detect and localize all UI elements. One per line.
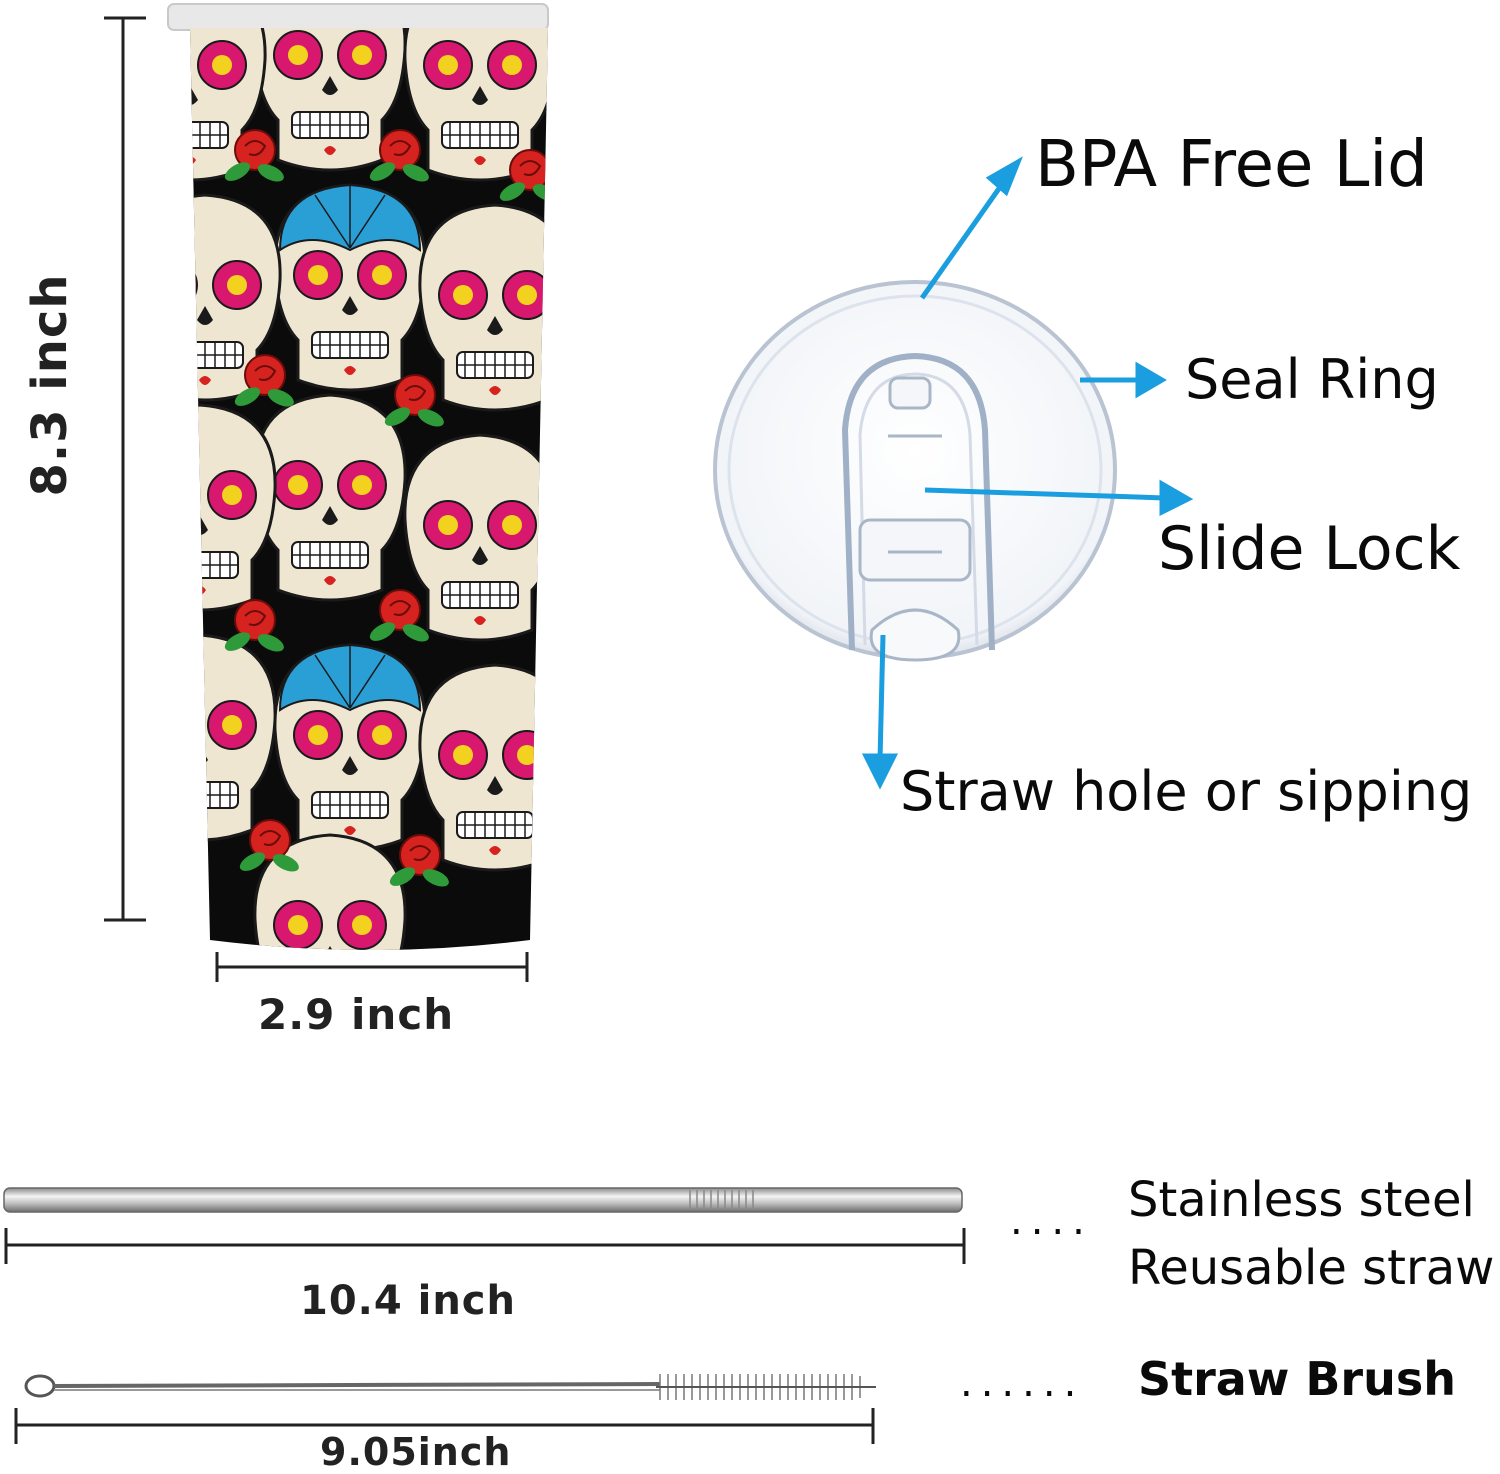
brush-loop xyxy=(24,1374,56,1398)
straw-label-line1: Stainless steel xyxy=(1128,1172,1475,1228)
tumbler-svg xyxy=(104,3,549,982)
lid-svg xyxy=(713,156,1194,790)
straw-dots: .... xyxy=(1010,1198,1093,1244)
brush-svg xyxy=(14,1374,876,1444)
brush-label: Straw Brush xyxy=(1138,1352,1456,1406)
brush-dots: ...... xyxy=(960,1360,1085,1406)
callout-straw-hole: Straw hole or sipping xyxy=(900,760,1473,823)
brush-length-label: 9.05inch xyxy=(320,1430,512,1474)
tumbler-lid-top xyxy=(167,3,549,31)
straw-label-line2: Reusable straw xyxy=(1128,1240,1495,1296)
slide-lock-tab xyxy=(858,518,972,582)
straw-svg xyxy=(3,1187,966,1264)
straw-figure: 10.4 inch .... Stainless steel Reusable … xyxy=(0,1160,1500,1324)
lid-figure: BPA Free Lid Seal Ring Slide Lock Straw … xyxy=(700,100,1500,860)
callout-bpa-free-lid: BPA Free Lid xyxy=(1035,128,1428,202)
tumbler-figure: 8.3 inch 2.9 inch xyxy=(0,0,600,1060)
steel-straw xyxy=(3,1187,963,1213)
callout-seal-ring: Seal Ring xyxy=(1185,348,1439,411)
height-label: 8.3 inch xyxy=(22,273,78,497)
callout-slide-lock: Slide Lock xyxy=(1158,514,1461,584)
width-label: 2.9 inch xyxy=(258,990,455,1039)
straw-length-label: 10.4 inch xyxy=(300,1278,516,1324)
lid-body xyxy=(713,280,1117,660)
callout-arrows xyxy=(861,156,1194,790)
brush-figure: 9.05inch ...... Straw Brush xyxy=(0,1340,1500,1474)
slide-lock-channel xyxy=(841,352,995,651)
